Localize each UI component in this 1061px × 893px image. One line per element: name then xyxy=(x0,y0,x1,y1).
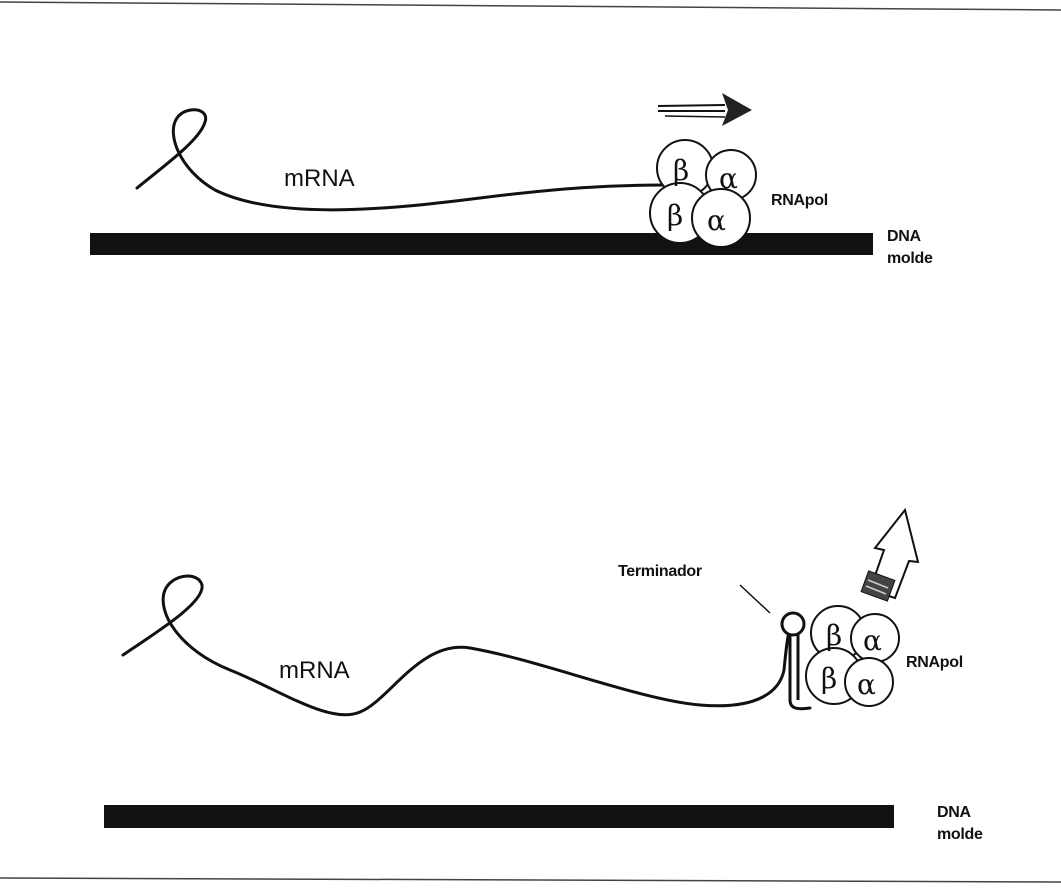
alpha-symbol: α xyxy=(863,624,882,657)
beta-symbol: β xyxy=(673,154,689,187)
dna-label: DNA xyxy=(887,228,922,245)
mrna-strand xyxy=(137,110,665,210)
panel-bottom: β α β α mRNA Terminador RNApol DNA molde xyxy=(104,510,983,843)
page-top-border xyxy=(0,2,1061,10)
beta-symbol: β xyxy=(667,199,683,232)
mrna-label: mRNA xyxy=(284,165,355,192)
dna-template-bar xyxy=(104,805,894,828)
direction-arrow-icon xyxy=(658,93,752,126)
panel-top: β α β α mRNA RNApol DNA molde xyxy=(90,93,933,267)
rna-polymerase-complex: β α β α xyxy=(650,140,756,247)
alpha-symbol: α xyxy=(857,668,876,701)
dna-template-label: molde xyxy=(937,826,983,843)
rnapol-label: RNApol xyxy=(771,192,828,209)
dna-template-label: molde xyxy=(887,250,933,267)
page-bottom-border xyxy=(0,878,1061,882)
terminator-label: Terminador xyxy=(618,563,702,580)
mrna-label: mRNA xyxy=(279,657,350,684)
alpha-symbol: α xyxy=(719,162,738,195)
mrna-strand xyxy=(123,576,789,715)
beta-symbol: β xyxy=(826,619,842,652)
release-arrow-icon xyxy=(861,510,918,601)
dna-template-bar xyxy=(90,233,873,255)
alpha-symbol: α xyxy=(707,204,726,237)
dna-label: DNA xyxy=(937,804,972,821)
rnapol-label: RNApol xyxy=(906,654,963,671)
terminator-pointer xyxy=(740,585,770,613)
beta-symbol: β xyxy=(821,662,837,695)
rna-polymerase-complex: β α β α xyxy=(806,606,899,706)
